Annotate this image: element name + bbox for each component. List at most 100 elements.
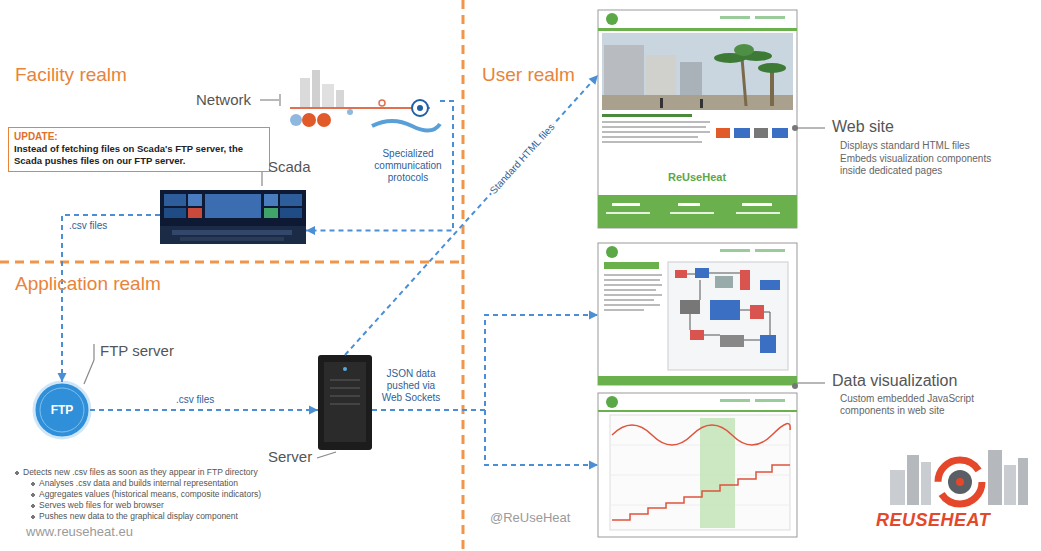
chart-screenshot-part	[612, 424, 790, 445]
dashboard-screenshot-part	[715, 276, 733, 288]
website-screenshot-part	[720, 16, 750, 19]
update-note: UPDATE:Instead of fetching files on Scad…	[8, 127, 270, 172]
network-illustration-part	[336, 90, 344, 108]
dashboard-screenshot-part	[604, 294, 662, 296]
connector-line	[485, 410, 598, 465]
realm-divider-part	[462, 0, 465, 551]
dashboard-screenshot-part	[750, 305, 764, 319]
node-heading: Web site	[832, 118, 894, 136]
network-illustration-part	[317, 113, 331, 127]
node-heading: Scada	[268, 158, 311, 176]
dashboard-screenshot-part	[604, 284, 662, 286]
edge-label: Standard HTML files	[486, 121, 557, 198]
ftp-node: FTP serverFTP	[34, 382, 90, 438]
realm-label: User realm	[482, 64, 575, 86]
chart-screenshot-part	[700, 418, 735, 528]
reuseheat-logo-part	[1018, 458, 1028, 505]
dashed-connector	[90, 406, 318, 415]
website-screenshot-part	[734, 44, 754, 56]
scada-illustration-part	[164, 194, 186, 206]
scada-illustration-part	[172, 230, 292, 235]
scada-illustration-part	[188, 208, 202, 218]
server-icon	[317, 355, 372, 458]
bullet-item: Serves web files for web browser	[30, 500, 164, 511]
reuseheat-logo-part	[1004, 465, 1016, 505]
website-screenshot-part	[758, 63, 786, 73]
data-visualization-node: Data visualizationCustom embedded JavaSc…	[598, 243, 797, 537]
network-illustration-part	[290, 107, 430, 109]
bullet-item: Detects new .csv files as soon as they a…	[14, 467, 258, 478]
network-illustration-part	[279, 94, 280, 106]
website-screenshot-part	[602, 114, 692, 117]
server-icon-part	[330, 387, 360, 389]
scada-illustration-part	[180, 237, 284, 241]
dashboard-screenshot-part	[604, 299, 654, 301]
website-screenshot-part	[598, 28, 797, 31]
dashboard-screenshot-part	[695, 268, 709, 278]
bullet-item: Pushes new data to the graphical display…	[30, 511, 238, 522]
connector-line	[372, 315, 598, 410]
server-icon-part	[330, 403, 360, 405]
reuseheat-logo-part	[921, 462, 931, 505]
website-screenshot-part	[734, 128, 750, 138]
dashboard-screenshot-part	[604, 309, 644, 311]
dashboard-screenshot-part	[690, 330, 704, 340]
dashboard-screenshot-part	[604, 262, 659, 269]
ftp-icon-part	[93, 344, 94, 360]
edge-label: .csv files	[175, 394, 215, 406]
arrow-head	[589, 311, 598, 320]
watermark: @ReUseHeat	[490, 510, 570, 525]
website-screenshot-part	[742, 58, 746, 106]
website-screenshot-part	[602, 95, 793, 110]
dashboard-screenshot-part	[604, 274, 662, 276]
server-icon-part	[317, 452, 336, 458]
arrow-head	[309, 406, 318, 415]
website-screenshot-part	[602, 136, 698, 138]
network-illustration-part	[322, 84, 334, 108]
edge-label: JSON data pushed via Web Sockets	[377, 368, 445, 404]
reuseheat-logo	[890, 450, 1028, 505]
scada-illustration-part	[280, 194, 302, 206]
server-icon-part	[343, 367, 347, 371]
node-description: Custom embedded JavaScript components in…	[840, 393, 1005, 417]
chart-screenshot-part	[755, 399, 785, 402]
dashboard-screenshot-part	[710, 300, 740, 320]
scada-illustration-part	[164, 208, 186, 218]
scada-illustration-part	[160, 190, 306, 244]
realm-label: Application realm	[15, 273, 161, 295]
network-illustration	[260, 70, 440, 131]
dashboard-screenshot-part	[755, 249, 785, 252]
server-icon-part	[330, 395, 360, 397]
ftp-icon	[34, 344, 94, 438]
server-icon-part	[318, 355, 372, 450]
website-node: Web siteDisplays standard HTML filesEmbe…	[598, 10, 797, 228]
website-screenshot-part	[602, 141, 702, 143]
node-heading: Data visualization	[832, 372, 957, 390]
website-screenshot-part	[678, 203, 700, 206]
website-screenshot-part	[772, 128, 788, 138]
dashboard-screenshot-part	[606, 246, 618, 258]
chart-screenshot-part	[610, 415, 790, 530]
network-illustration-part	[372, 121, 440, 131]
server-icon-part	[324, 362, 366, 442]
chart-screenshot-part	[606, 396, 618, 408]
website-screenshot-part	[792, 125, 798, 131]
website-screenshot-part	[797, 127, 825, 128]
ftp-icon-part	[34, 382, 90, 438]
reuseheat-logo-part	[956, 478, 964, 486]
dashboard-screenshot-part	[760, 280, 780, 290]
scada-illustration-part	[264, 194, 278, 206]
chart-screenshot-part	[598, 393, 797, 537]
site-name: ReUseHeat	[668, 171, 726, 183]
website-screenshot-part	[602, 126, 706, 128]
dashboard-screenshot-part	[668, 262, 788, 370]
arrow-head	[589, 75, 598, 85]
network-node: Network	[283, 70, 440, 132]
node-description: Displays standard HTML files	[840, 140, 1025, 152]
watermark: www.reuseheat.eu	[26, 524, 133, 539]
dashboard-screenshot-part	[760, 335, 776, 353]
website-screenshot	[598, 10, 825, 228]
bullet-item: Aggregates values (historical means, com…	[30, 489, 261, 500]
